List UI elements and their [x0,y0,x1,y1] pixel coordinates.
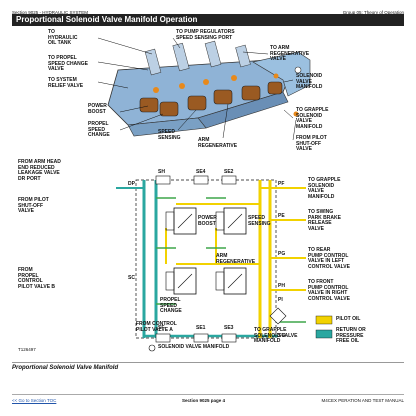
port-ph: PH [278,283,285,289]
manifold-name-marker [148,344,156,352]
figure-id: T126497 [18,347,36,352]
footer-page: Section 9025 page 4 [182,398,226,403]
label-to-front-pump: TO FRONT PUMP CONTROL VALVE IN RIGHT CON… [308,279,350,302]
schematic-diagram: FROM ARM HEAD END REDUCED LEAKAGE VALVE … [16,158,404,354]
manifold-photo-drawing [97,37,311,141]
legend-return-label: RETURN OR PRESSURE FREE OIL [336,327,366,345]
label-power-boost: POWER BOOST [88,103,107,115]
label-to-propel-speed-change: TO PROPEL SPEED CHANGE VALVE [48,55,89,73]
port-pg: PG [278,251,286,257]
label-to-grapple-bottom: TO GRAPPLE SOLENOID VALVE MANIFOLD [254,327,298,345]
green-lines [156,197,306,323]
label-from-pilot-shutoff-diagram: FROM PILOT SHUT-OFF VALVE [18,197,49,215]
label-arm-regenerative-diagram: ARM REGENERATIVE [216,253,256,265]
header-section: Section 9025 - HYDRAULIC SYSTEM [12,10,89,15]
valve-arrows [165,211,243,291]
port-se1: SE1 [196,325,206,331]
port-dp: DP [128,181,135,187]
orange-ports [153,73,299,117]
port-sc: SC [128,275,135,281]
label-propel-speed-change-diagram: PROPEL SPEED CHANGE [160,297,182,315]
pilot-lines [165,180,306,338]
label-propel-speed-change: PROPEL SPEED CHANGE [88,121,110,139]
port-sf: SF [158,325,165,331]
label-from-propel-control-b: FROM PROPEL CONTROL PILOT VALVE B [18,267,56,290]
label-to-pump-regulators: TO PUMP REGULATORS SPEED SENSING PORT [176,29,235,41]
label-from-control-pilot-a: FROM CONTROL PILOT VALVE A [136,321,177,333]
label-speed-sensing: SPEED SENSING [158,129,181,141]
label-to-grapple-solenoid: TO GRAPPLE SOLENOID VALVE MANIFOLD [296,107,329,130]
label-power-boost-diagram: POWER BOOST [198,215,217,227]
legend-pilot-swatch [315,315,333,325]
label-to-grapple: TO GRAPPLE SOLENOID VALVE MANIFOLD [308,177,341,200]
schematic-drawing [116,175,333,352]
label-to-system-relief: TO SYSTEM RELIEF VALVE [48,77,84,89]
figure-caption: Proportional Solenoid Valve Manifold [12,362,404,375]
label-to-hydraulic-oil-tank: TO HYDRAULIC OIL TANK [48,29,78,47]
port-sh: SH [158,169,165,175]
port-sg: SG [278,333,286,339]
port-pe: PE [278,213,285,219]
legend-pilot-label: PILOT OIL [336,316,361,322]
label-from-arm-head: FROM ARM HEAD END REDUCED LEAKAGE VALVE … [18,159,61,182]
page-title: Proportional Solenoid Valve Manifold Ope… [12,14,404,26]
footer-manual: M4CEX PERATION AND TEST MANUAL [321,398,404,403]
label-to-arm-regenerative: TO ARM REGENERATIVE VALVE [270,45,310,63]
page-footer: << Go to Section TOC Section 9025 page 4… [12,394,404,407]
port-se3: SE3 [224,325,234,331]
label-solenoid-valve-manifold: SOLENOID VALVE MANIFOLD [296,73,323,91]
port-se2: SE2 [224,169,234,175]
label-to-rear-pump: TO REAR PUMP CONTROL VALVE IN LEFT CONTR… [308,247,350,270]
port-se4: SE4 [196,169,206,175]
port-markers [155,175,237,343]
label-arm-regenerative: ARM REGENERATIVE [198,137,238,149]
port-pi: PI [278,297,283,303]
port-pf: PF [278,181,285,187]
leader-lines [97,37,297,141]
legend-return-swatch [315,329,333,339]
section-toc-link[interactable]: << Go to Section TOC [12,398,57,403]
manifold-photo: TO HYDRAULIC OIL TANK TO PUMP REGULATORS… [48,29,374,156]
label-from-pilot-shutoff: FROM PILOT SHUT-OFF VALVE [296,135,327,153]
filter-symbol [269,307,287,325]
header-group: Group 05: Theory of Operation [342,10,404,15]
solenoid-coils [139,81,283,117]
label-manifold-name: SOLENOID VALVE MANIFOLD [158,344,230,350]
label-speed-sensing-diagram: SPEED SENSING [248,215,271,227]
label-to-swing-park: TO SWING PARK BRAKE RELEASE VALVE [308,209,341,232]
